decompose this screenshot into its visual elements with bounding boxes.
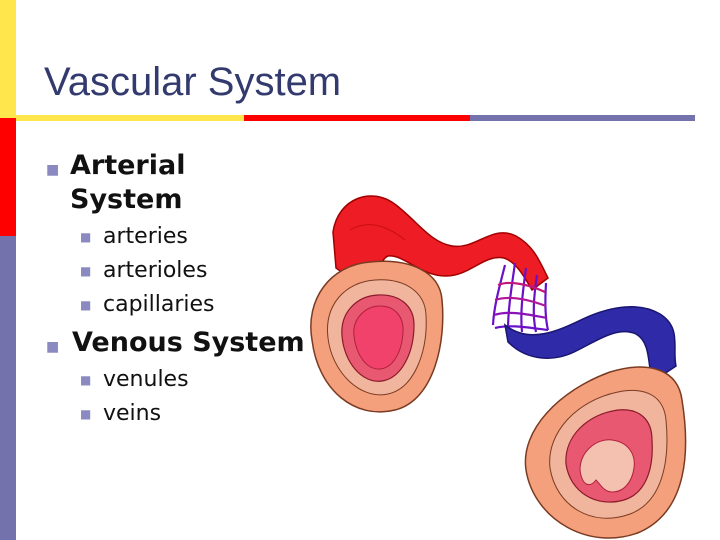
left-accent-red [0,118,16,236]
list-item-arterioles: arterioles [103,258,208,283]
slide-title: Vascular System [44,60,342,104]
artery-cross-section [310,260,444,413]
vein-cross-section [524,366,687,539]
bullet-square-icon: ■ [46,162,60,178]
section-heading-arterial: Arterial System [70,150,186,215]
vein-graphic [503,306,677,384]
list-item-arteries: arteries [103,224,188,249]
capillary-network [491,262,550,333]
left-accent-yellow [0,0,16,118]
title-rule-yellow [16,115,244,121]
title-rule-blue [470,115,695,121]
list-item-capillaries: capillaries [103,292,215,317]
left-accent-blue [0,236,16,540]
list-item-veins: veins [103,401,162,426]
vascular-illustration [310,195,687,539]
bullet-square-icon: ■ [80,230,92,244]
section-heading-venous: Venous System [72,327,305,358]
bullet-square-icon: ■ [80,407,92,421]
bullet-square-icon: ■ [46,339,60,355]
list-item-venules: venules [103,367,189,392]
bullet-square-icon: ■ [80,373,92,387]
title-rule-red [244,115,470,121]
artery-graphic [332,195,549,296]
bullet-square-icon: ■ [80,298,92,312]
bullet-square-icon: ■ [80,264,92,278]
